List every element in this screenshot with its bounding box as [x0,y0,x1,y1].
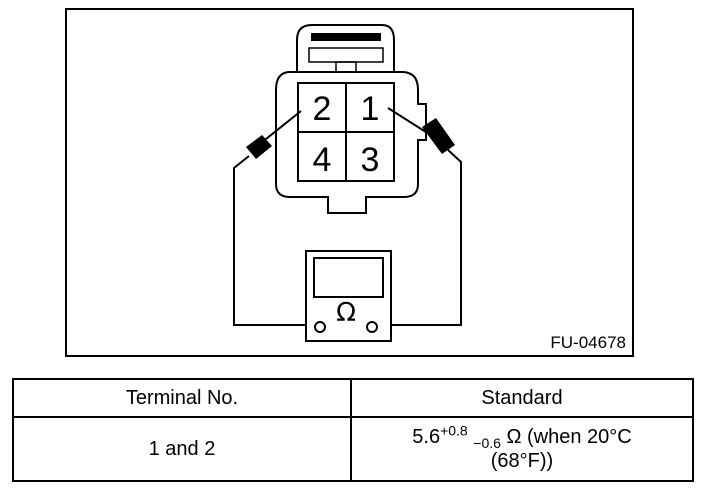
left-probe [233,110,311,326]
figure-code: FU-04678 [550,333,626,352]
standard-plus-tolerance: +0.8 [440,422,468,439]
connector-lock-tab [296,24,395,72]
header-standard: Standard [350,378,694,418]
right-probe-lead [378,149,462,326]
connector: 2 1 4 3 [275,24,427,214]
diagram-svg: 2 1 4 3 Ω FU-04678 [65,8,634,357]
table-header-row: Terminal No. Standard [12,378,694,418]
resistance-spec-table: Terminal No. Standard 1 and 2 5.6+0.8 −0… [12,378,694,482]
connector-lock-bar [311,33,381,41]
meter-display [313,257,384,298]
left-probe-handle [246,135,272,159]
table-row: 1 and 2 5.6+0.8 −0.6 Ω (when 20°C (68°F)… [12,416,694,482]
terminal-label-1: 1 [361,90,380,128]
terminal-label-3: 3 [361,141,380,179]
header-terminal-no: Terminal No. [12,378,352,418]
standard-unit-condition: Ω (when 20°C [506,426,632,448]
standard-minus-tolerance: −0.6 [473,435,501,451]
right-probe-handle [422,118,455,154]
connector-housing [275,71,427,214]
cell-terminal: 1 and 2 [12,416,352,482]
standard-condition-fahrenheit: (68°F)) [490,450,554,472]
ohm-symbol: Ω [336,298,356,328]
connector-lock-key [335,61,357,73]
meter-terminal-left [314,321,326,333]
right-probe-tip [387,107,430,135]
cell-standard: 5.6+0.8 −0.6 Ω (when 20°C (68°F)) [350,416,694,482]
terminal-label-2: 2 [313,90,332,128]
meter-terminal-right [366,321,378,333]
connector-lock-slot [308,47,384,63]
ohmmeter: Ω [305,250,392,342]
connector-resistance-diagram: 2 1 4 3 Ω FU-04678 [65,8,634,357]
figure-frame [65,8,634,357]
left-probe-lead [233,155,311,326]
left-probe-tip [260,110,302,144]
standard-base-value: 5.6 [412,426,441,448]
terminal-label-4: 4 [313,141,332,179]
right-probe [378,107,462,326]
